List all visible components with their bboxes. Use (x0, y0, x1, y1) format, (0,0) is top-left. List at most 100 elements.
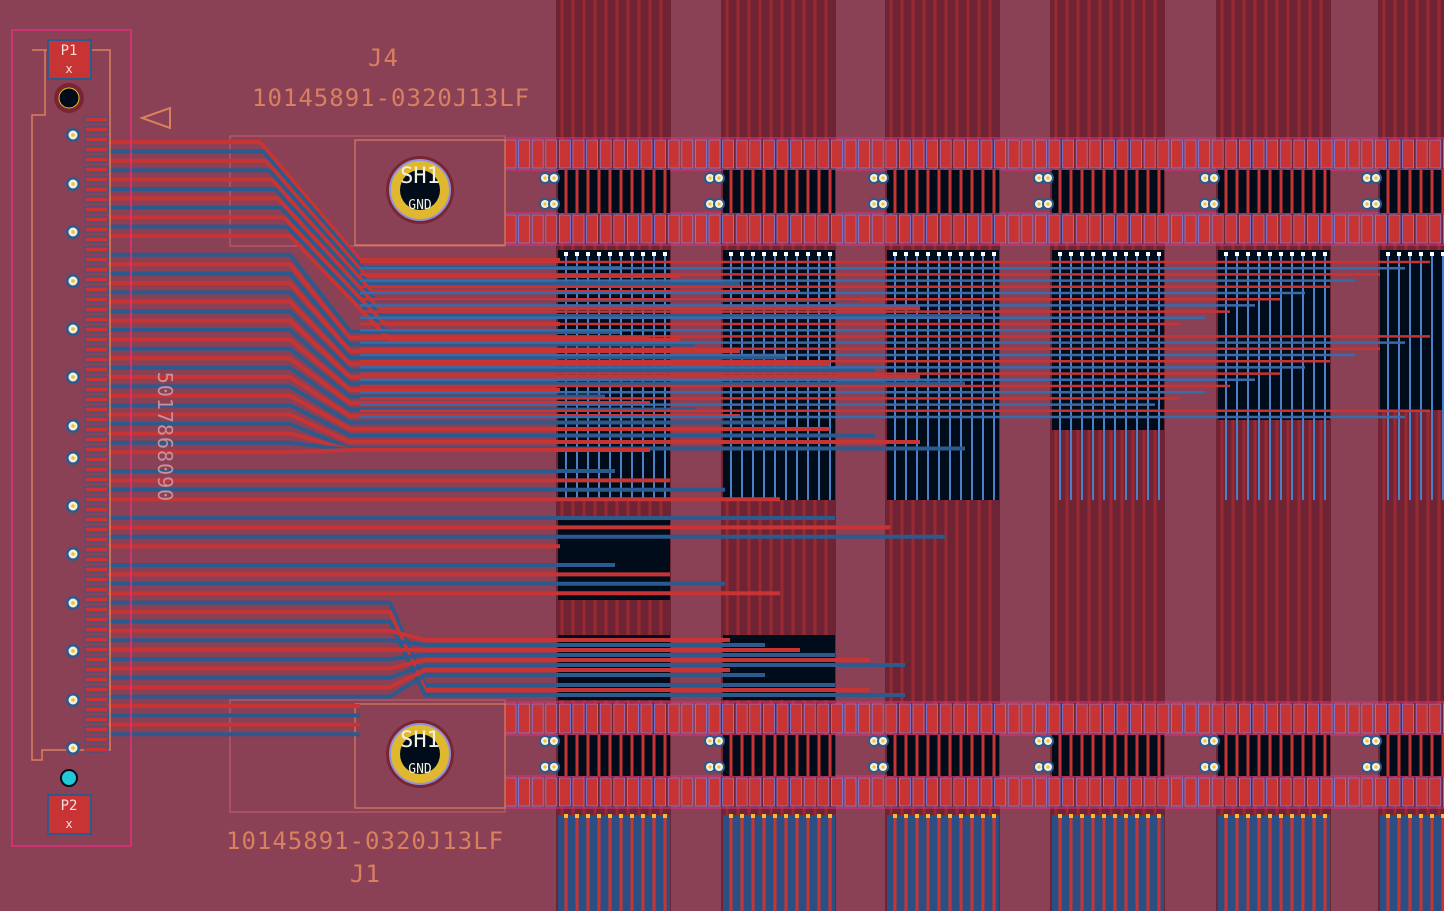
silkscreen-outline (354, 703, 506, 809)
via (1224, 252, 1228, 256)
via-drill (1212, 765, 1216, 769)
via (1268, 252, 1272, 256)
smd-pad (831, 777, 843, 807)
via (1430, 252, 1434, 256)
smd-pad (967, 214, 979, 244)
side-connector-pad (84, 496, 109, 503)
side-connector-pad (84, 266, 109, 273)
smd-pad (1143, 139, 1156, 169)
via (817, 814, 821, 818)
via (981, 814, 985, 818)
smd-pad (1007, 214, 1020, 244)
side-connector-pad (84, 206, 109, 213)
via-drill (1212, 176, 1216, 180)
side-connector-pad (84, 606, 109, 613)
smd-pad (763, 139, 775, 169)
via (1080, 252, 1084, 256)
via-drill (717, 202, 721, 206)
via (575, 814, 579, 818)
side-connector-silkscreen (31, 49, 111, 761)
smd-pad (749, 703, 762, 734)
smd-pad (817, 703, 830, 734)
smd-pad (831, 214, 843, 244)
smd-pad (559, 139, 571, 169)
smd-pad (1320, 777, 1333, 807)
via-drill (881, 739, 885, 743)
via-drill (872, 202, 876, 206)
smd-pad (1252, 214, 1265, 244)
via-drill (717, 765, 721, 769)
smd-pad (599, 703, 612, 734)
via (1113, 814, 1117, 818)
smd-pad (1130, 777, 1142, 807)
via (663, 814, 667, 818)
side-connector-pad (84, 136, 109, 143)
via-drill (1037, 765, 1041, 769)
smd-pad (803, 214, 816, 244)
smd-pad (667, 139, 680, 169)
smd-pad (980, 214, 993, 244)
smd-pad (1429, 139, 1442, 169)
smd-pad (654, 703, 666, 734)
smd-pad (572, 777, 585, 807)
via (608, 814, 612, 818)
smd-pad (980, 777, 993, 807)
mounting-hole (60, 769, 78, 787)
via-drill (71, 504, 75, 508)
smd-pad (708, 139, 721, 169)
smd-pad (1402, 777, 1414, 807)
via (1279, 252, 1283, 256)
smd-pad (1075, 214, 1088, 244)
silkscreen-outline (354, 139, 506, 246)
via (1069, 252, 1073, 256)
smd-pad (790, 139, 802, 169)
side-connector-pad (84, 256, 109, 263)
via-drill (1203, 202, 1207, 206)
side-connector-pad (84, 566, 109, 573)
via (1441, 252, 1444, 256)
smd-pad (613, 139, 626, 169)
smd-pad (844, 777, 857, 807)
smd-pad (871, 777, 884, 807)
smd-pad (735, 139, 748, 169)
via (795, 814, 799, 818)
smd-pad (695, 214, 707, 244)
smd-pad (912, 139, 925, 169)
via (937, 252, 941, 256)
smd-pad (545, 703, 558, 734)
via (828, 814, 832, 818)
via (630, 252, 634, 256)
smd-pad (844, 703, 857, 734)
smd-pad (735, 777, 748, 807)
via-drill (717, 176, 721, 180)
via-drill (71, 424, 75, 428)
side-connector-pad (84, 386, 109, 393)
signal-trace (108, 365, 695, 412)
via (1246, 814, 1250, 818)
via (784, 252, 788, 256)
side-connector-pad (84, 506, 109, 513)
smd-pad (531, 139, 544, 169)
smd-pad (1062, 139, 1074, 169)
via (1135, 252, 1139, 256)
smd-pad (1021, 703, 1034, 734)
smd-pad (1198, 777, 1210, 807)
smd-pad (967, 703, 979, 734)
smd-pad (939, 139, 952, 169)
via (575, 252, 579, 256)
smd-pad (776, 777, 789, 807)
side-connector-pad (84, 246, 109, 253)
smd-pad (1279, 777, 1292, 807)
smd-pad (980, 703, 993, 734)
smd-pad (1375, 703, 1387, 734)
smd-pad (1211, 777, 1224, 807)
smd-pad (1035, 214, 1047, 244)
smd-pad (858, 777, 870, 807)
smd-pad (749, 214, 762, 244)
smd-pad (1171, 703, 1183, 734)
smd-pad (1347, 214, 1360, 244)
signal-trace (108, 337, 560, 392)
via-drill (1374, 765, 1378, 769)
via (828, 252, 832, 256)
